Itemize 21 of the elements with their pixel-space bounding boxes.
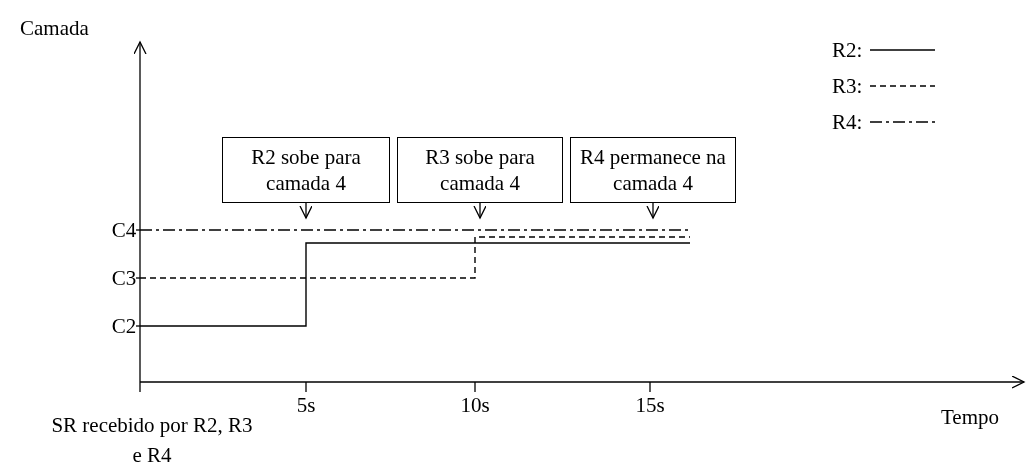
callout-box (222, 137, 390, 203)
callout-text: R3 sobe para camada 4 (424, 144, 536, 196)
callout-text: R4 permanece na camada 4 (579, 144, 727, 196)
axis-tick-label: 10s (460, 393, 490, 417)
legend-label: R3: (832, 74, 863, 98)
arrow (299, 202, 313, 219)
arrow (473, 202, 487, 219)
axis-tick-label: SR recebido por R2, R3 e R4 (50, 412, 254, 469)
callout-text: R2 sobe para camada 4 (250, 144, 362, 196)
callout-box (397, 137, 563, 203)
axis-title: Tempo (941, 405, 999, 429)
axis-tick-label: 5s (296, 393, 316, 417)
axis-tick-label: C4 (111, 218, 137, 242)
axis-tick-label: C2 (111, 314, 137, 338)
legend-label: R4: (832, 110, 863, 134)
arrow (646, 202, 660, 219)
legend-label: R2: (832, 38, 863, 62)
axis-title: Camada (20, 16, 89, 40)
axis-tick-label: C3 (111, 266, 137, 290)
callout-box (570, 137, 736, 203)
axis-tick-label: 15s (635, 393, 665, 417)
